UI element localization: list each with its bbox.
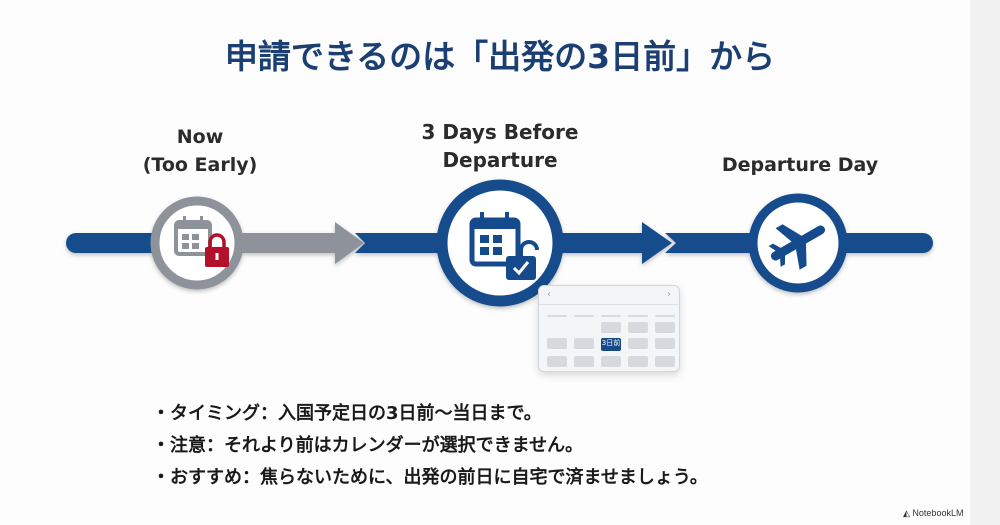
calendar-popup[interactable]: ‹ › 3日前 [538, 285, 680, 372]
notebooklm-logo: ◭ NotebookLM [903, 508, 964, 518]
step-departure-label: Departure Day [721, 154, 879, 176]
step-3days-line2: Departure [442, 148, 558, 172]
bullet-recommend: ・おすすめ：焦らないために、出発の前日に自宅で済ませましょう。 [152, 467, 708, 488]
slide-title: 申請できるのは「出発の3日前」から [224, 37, 776, 76]
bullet-list: ・タイミング：入国予定日の3日前〜当日まで。 ・注意：それより前はカレンダーが選… [152, 398, 708, 494]
step-now-line2: (Too Early) [142, 154, 258, 176]
navy-arrow [530, 222, 672, 264]
slide-edge [970, 0, 1000, 525]
gray-arrow [230, 222, 364, 264]
step-3days-label: 3 Days Before Departure [390, 118, 610, 174]
calendar-lock-icon [174, 216, 229, 267]
step-now-line1: Now [176, 126, 224, 148]
timeline-segment-start [66, 233, 166, 253]
calendar-selected-date[interactable]: 3日前 [601, 338, 621, 351]
bullet-caution: ・注意：それより前はカレンダーが選択できません。 [152, 435, 584, 456]
step-now-label: Now (Too Early) [120, 123, 280, 179]
airplane-icon [768, 224, 826, 270]
calendar-unlock-check-icon [469, 212, 539, 280]
step-3days-line1: 3 Days Before [421, 120, 579, 144]
calendar-prev-button[interactable]: ‹ [547, 289, 551, 300]
logo-text: NotebookLM [912, 508, 964, 518]
bullet-timing: ・タイミング：入国予定日の3日前〜当日まで。 [152, 403, 542, 424]
calendar-next-button[interactable]: › [667, 289, 671, 300]
